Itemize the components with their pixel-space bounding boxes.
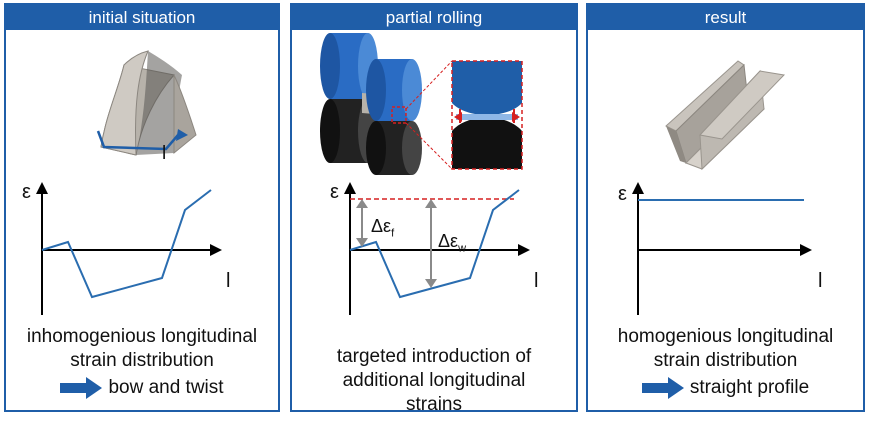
strain-chart-initial bbox=[36, 182, 222, 315]
strain-chart-partial bbox=[344, 182, 530, 315]
right-arrow-icon bbox=[641, 377, 684, 399]
twisted-profile-illustration bbox=[96, 50, 197, 156]
caption-line-1: inhomogenious longitudinal bbox=[26, 326, 258, 347]
right-arrow-icon bbox=[60, 377, 103, 399]
profile-length-label: l bbox=[162, 143, 167, 164]
x-axis-label: l bbox=[818, 270, 823, 292]
panel-title-partial: partial rolling bbox=[292, 5, 576, 30]
caption-line-2: strain distribution bbox=[653, 350, 798, 371]
x-axis-arrow bbox=[800, 244, 812, 256]
strain-curve bbox=[41, 189, 212, 299]
panel-title-initial: initial situation bbox=[6, 5, 278, 30]
caption-line-2: additional longitudinal bbox=[342, 370, 526, 391]
panel-result: result ε l homogenious longitudinal stra… bbox=[586, 3, 865, 412]
caption-line-3: strains bbox=[406, 394, 462, 415]
y-axis-arrow bbox=[344, 182, 356, 194]
caption-partial: targeted introduction of additional long… bbox=[292, 345, 576, 417]
x-axis-label: l bbox=[534, 270, 539, 292]
strain-curve bbox=[349, 189, 520, 299]
result-row-result: straight profile bbox=[588, 375, 863, 401]
panel-partial-rolling: partial rolling bbox=[290, 3, 578, 415]
delta-w-label: Δεw bbox=[438, 231, 467, 255]
delta-f-label: Δεf bbox=[371, 216, 395, 240]
caption-line-2: strain distribution bbox=[70, 350, 214, 371]
y-axis-arrow bbox=[632, 182, 644, 194]
rollers-illustration bbox=[320, 33, 523, 175]
x-axis-label: l bbox=[226, 270, 231, 292]
x-axis-arrow bbox=[210, 244, 222, 256]
caption-line-1: homogenious longitudinal bbox=[617, 326, 834, 347]
panel-initial-situation: initial situation l ε l inhomogenious lo… bbox=[4, 3, 280, 412]
panel-title-result: result bbox=[588, 5, 863, 30]
result-text: bow and twist bbox=[108, 377, 224, 398]
straight-profile-illustration bbox=[665, 60, 786, 171]
y-axis-label: ε bbox=[330, 181, 339, 203]
y-axis-label: ε bbox=[22, 181, 31, 203]
y-axis-label: ε bbox=[618, 183, 627, 205]
strain-chart-result bbox=[632, 182, 812, 315]
result-text: straight profile bbox=[689, 377, 810, 398]
y-axis-arrow bbox=[36, 182, 48, 194]
caption-initial: inhomogenious longitudinal strain distri… bbox=[6, 325, 278, 373]
result-row-initial: bow and twist bbox=[6, 375, 278, 401]
caption-line-1: targeted introduction of bbox=[336, 346, 532, 367]
x-axis-arrow bbox=[518, 244, 530, 256]
caption-result: homogenious longitudinal strain distribu… bbox=[588, 325, 863, 373]
